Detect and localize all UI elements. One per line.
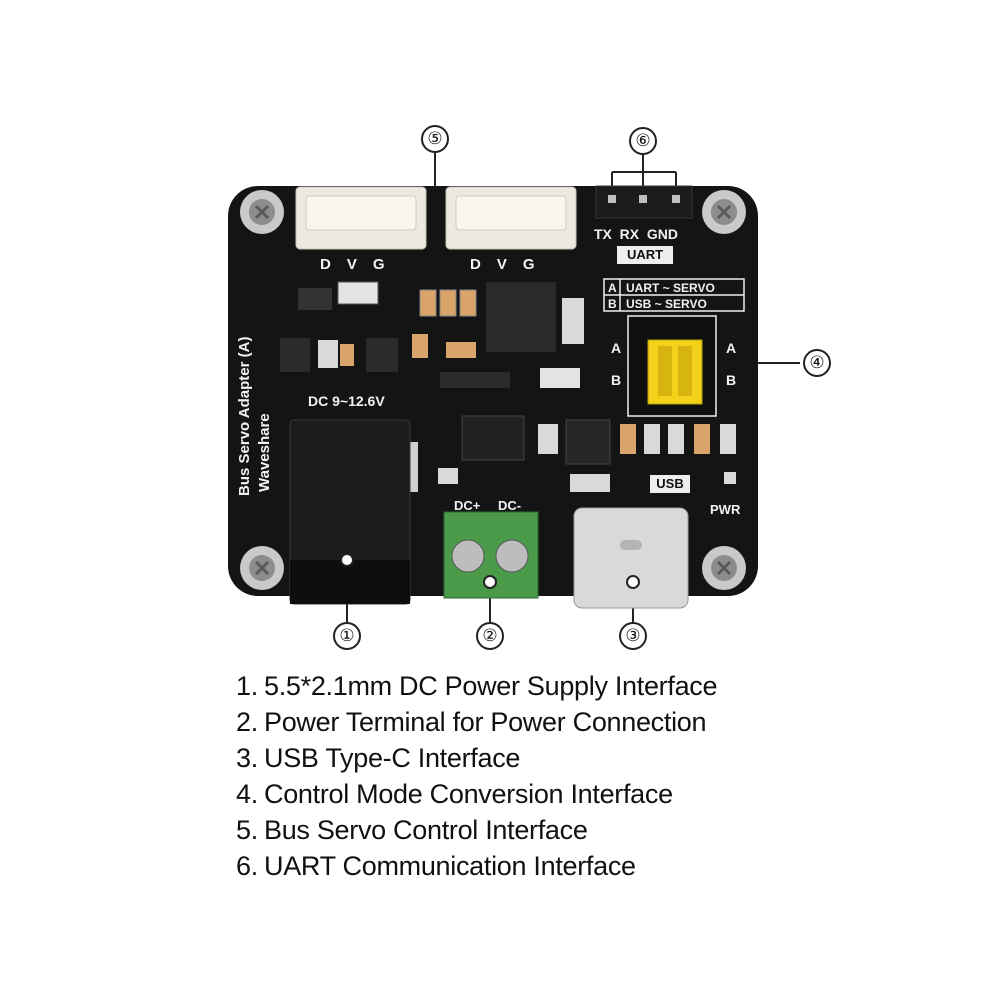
uart-header	[595, 185, 693, 219]
servo-connectors	[295, 186, 577, 250]
callout-4: ④	[803, 349, 831, 377]
dc-input-label: DC 9~12.6V	[308, 393, 385, 409]
feature-legend: 1.5.5*2.1mm DC Power Supply Interface 2.…	[236, 668, 718, 884]
callout-1: ①	[333, 622, 361, 650]
callout-2: ②	[476, 622, 504, 650]
legend-item-5: 5.Bus Servo Control Interface	[236, 815, 588, 845]
terminal-minus-label: DC-	[498, 498, 522, 513]
mode-b-letter: B	[608, 297, 617, 311]
callout-6: ⑥	[629, 127, 657, 155]
board-brand: Waveshare	[256, 413, 273, 492]
legend-item-2: 2.Power Terminal for Power Connection	[236, 707, 707, 737]
jumper-caps	[647, 339, 703, 405]
mode-table	[603, 278, 745, 312]
legend-item-6: 6.UART Communication Interface	[236, 851, 636, 881]
jumper-b-right: B	[726, 372, 737, 388]
jumper-a-left: A	[611, 340, 622, 356]
usb-label: USB	[650, 475, 690, 493]
mounting-holes	[240, 190, 746, 590]
jumper-a-right: A	[726, 340, 737, 356]
board-name: Bus Servo Adapter (A)	[236, 336, 253, 496]
dc-jack	[289, 419, 411, 605]
mode-b-text: USB ~ SERVO	[626, 297, 707, 311]
smd-components	[280, 281, 736, 492]
jumper-b-left: B	[611, 372, 622, 388]
legend-item-4: 4.Control Mode Conversion Interface	[236, 779, 673, 809]
servo-pins-left: DVG	[320, 256, 401, 273]
mode-a-text: UART ~ SERVO	[626, 281, 715, 295]
terminal-plus-label: DC+	[454, 498, 481, 513]
callout-3: ③	[619, 622, 647, 650]
legend-item-3: 3.USB Type-C Interface	[236, 743, 521, 773]
callout-5: ⑤	[421, 125, 449, 153]
legend-item-1: 1.5.5*2.1mm DC Power Supply Interface	[236, 671, 718, 701]
servo-pins-right: DVG	[470, 256, 551, 273]
mode-a-letter: A	[608, 281, 617, 295]
usb-c-port	[573, 507, 689, 609]
uart-pin-labels: TX RX GND	[594, 226, 679, 242]
screw-terminal	[443, 511, 539, 599]
uart-label: UART	[617, 246, 673, 264]
pwr-label: PWR	[710, 502, 741, 517]
